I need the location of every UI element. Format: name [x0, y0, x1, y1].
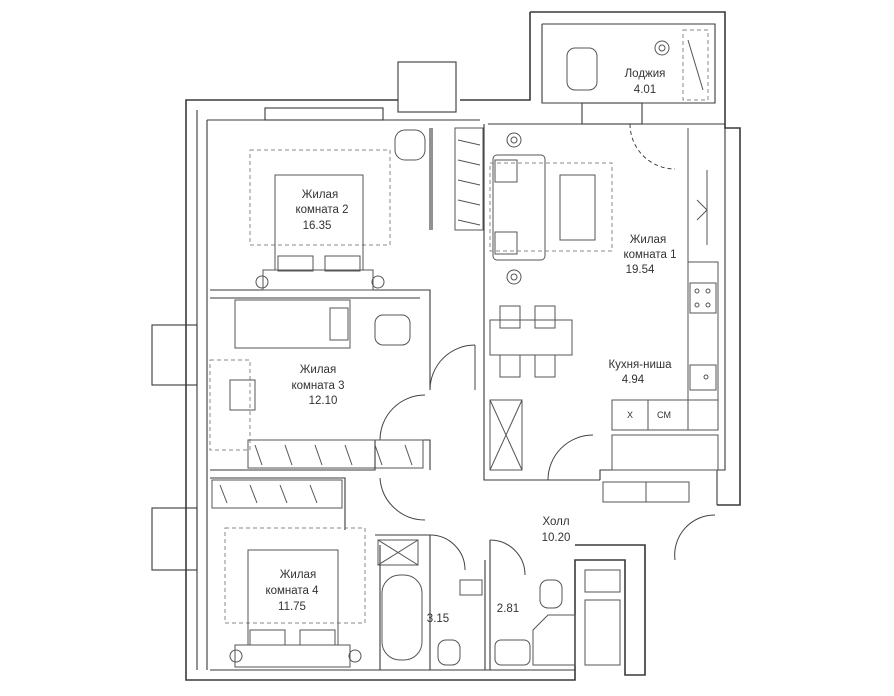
room4-furniture — [211, 479, 366, 668]
loggia-name: Лоджия — [625, 68, 666, 80]
kitchen-furniture — [489, 261, 719, 503]
bathroom-fixtures — [377, 539, 621, 666]
living1-name-2: комната 1 — [623, 249, 676, 261]
outer-walls — [185, 11, 741, 681]
bath1-area: 3.15 — [427, 613, 449, 625]
hall-area: 10.20 — [542, 532, 571, 544]
loggia-area: 4.01 — [634, 84, 656, 96]
living4-name-1: Жилая — [280, 569, 316, 581]
living4-area: 11.75 — [278, 601, 306, 613]
living3-name-2: комната 3 — [291, 380, 344, 392]
room-labels: Лоджия 4.01 Жилая комната 1 19.54 Кухня-… — [265, 68, 676, 625]
living4-name-2: комната 4 — [265, 585, 319, 597]
living2-name-1: Жилая — [302, 189, 338, 201]
windows — [151, 61, 643, 571]
living1-furniture — [489, 128, 708, 285]
room2-furniture — [249, 127, 484, 291]
partitions — [210, 128, 491, 670]
loggia-furniture — [566, 29, 709, 101]
hall-name: Холл — [542, 516, 569, 528]
kitchen-area: 4.94 — [622, 374, 645, 386]
living1-name-1: Жилая — [630, 234, 666, 246]
dining-table — [489, 305, 573, 378]
living3-name-1: Жилая — [300, 364, 336, 376]
living3-area: 12.10 — [309, 395, 338, 407]
doors — [379, 123, 716, 576]
living1-area: 19.54 — [626, 264, 655, 276]
dishwasher-label: СМ — [657, 410, 671, 420]
living2-area: 16.35 — [303, 220, 332, 232]
bath2-area: 2.81 — [497, 603, 519, 615]
room3-furniture — [209, 299, 424, 469]
fridge-label: Х — [627, 410, 633, 420]
living2-name-2: комната 2 — [295, 204, 348, 216]
kitchen-name: Кухня-ниша — [608, 359, 672, 371]
